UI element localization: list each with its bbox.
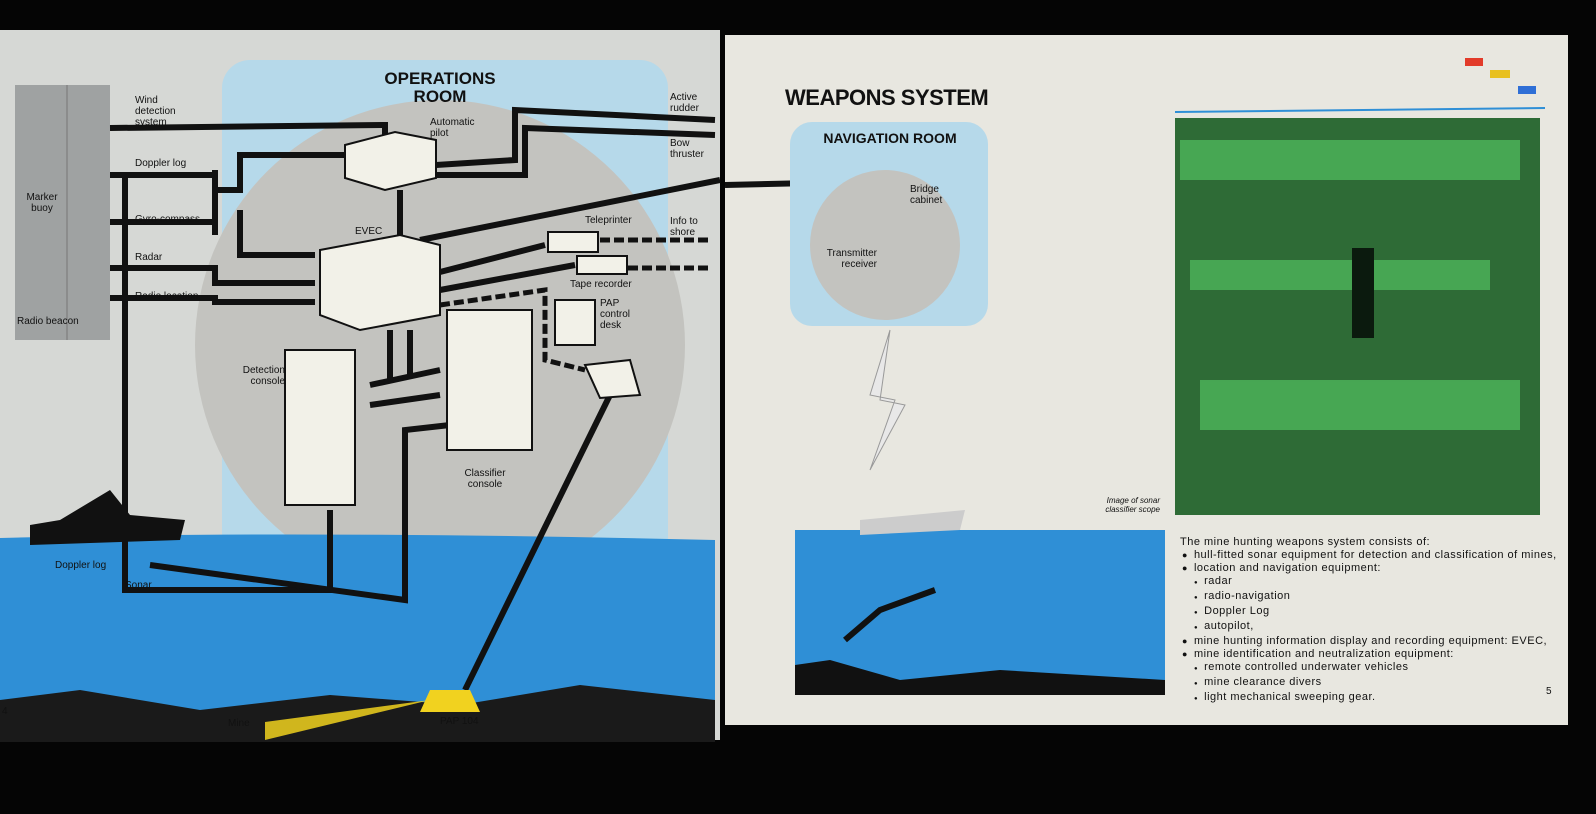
marker-buoy-label: Marker buoy xyxy=(26,192,58,214)
doppler-log-sea-label: Doppler log xyxy=(55,560,107,571)
list-item: mine clearance divers xyxy=(1182,676,1562,691)
detection-console-label: Detection console xyxy=(242,365,285,387)
gyro-label: Gyro-compass xyxy=(135,214,201,225)
radio-beacon-label: Radio beacon xyxy=(17,316,79,327)
evec-label: EVEC xyxy=(355,226,383,237)
pap-104-label: PAP 104 xyxy=(440,716,479,727)
list-item: location and navigation equipment: xyxy=(1182,562,1562,575)
teleprinter-label: Teleprinter xyxy=(585,215,632,226)
wind-label: Wind detection system xyxy=(135,95,176,128)
operations-room-title: OPERATIONS ROOM xyxy=(384,69,496,106)
bridge-cabinet-label: Bridge cabinet xyxy=(910,184,943,206)
diver-panel xyxy=(795,530,1165,695)
list-item: mine identification and neutralization e… xyxy=(1182,648,1562,661)
tape-recorder-label: Tape recorder xyxy=(570,279,632,290)
sensor-panel xyxy=(15,85,110,340)
autopilot-label: Automatic pilot xyxy=(430,117,475,139)
sea xyxy=(0,534,715,742)
list-item: light mechanical sweeping gear. xyxy=(1182,691,1562,706)
ship xyxy=(30,490,185,545)
classifier-console-label: Classifier console xyxy=(464,468,506,490)
info-to-shore-label: Info to shore xyxy=(670,216,698,238)
lightning-bolt-icon xyxy=(869,329,906,471)
radio-location-label: Radio location xyxy=(135,291,199,302)
transmitter-receiver-label: Transmitter receiver xyxy=(826,248,877,270)
active-rudder-label: Active rudder xyxy=(670,92,699,114)
list-item: radar xyxy=(1182,575,1562,590)
bow-thruster-label: Bow thruster xyxy=(670,138,704,160)
flag-icon xyxy=(1465,58,1483,66)
diver-icon xyxy=(843,587,937,643)
list-item: Doppler Log xyxy=(1182,605,1562,620)
sonar-label: Sonar xyxy=(125,580,152,591)
sonar-caption: Image of sonar classifier scope xyxy=(1105,496,1160,514)
list-item: autopilot, xyxy=(1182,620,1562,635)
page-number-left: 4 xyxy=(2,706,8,717)
list-item: remote controlled underwater vehicles xyxy=(1182,661,1562,676)
pap-control-desk-label: PAP control desk xyxy=(600,298,631,331)
list-item: radio-navigation xyxy=(1182,590,1562,605)
weapons-system-title: WEAPONS SYSTEM xyxy=(785,85,989,110)
mine-label: Mine xyxy=(228,718,250,729)
pap-104-icon xyxy=(420,690,480,712)
doppler-label: Doppler log xyxy=(135,158,187,169)
list-item: hull-fitted sonar equipment for detectio… xyxy=(1182,549,1562,562)
page-number-right: 5 xyxy=(1546,686,1552,697)
radar-label: Radar xyxy=(135,252,163,263)
list-item: mine hunting information display and rec… xyxy=(1182,635,1562,648)
weapons-intro: The mine hunting weapons system consists… xyxy=(1180,536,1431,548)
weapons-list: hull-fitted sonar equipment for detectio… xyxy=(1182,549,1562,706)
navigation-room-title: NAVIGATION ROOM xyxy=(823,130,957,146)
